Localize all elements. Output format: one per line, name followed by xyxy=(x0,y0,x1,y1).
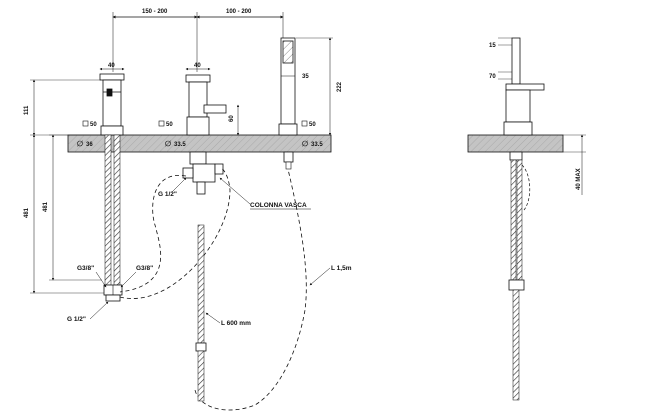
label-g-half-bottom: G 1/2" xyxy=(67,316,86,323)
label-colonna-vasca: COLONNA VASCA xyxy=(250,202,307,209)
bath-spout xyxy=(185,74,227,136)
mixer-handle xyxy=(99,73,125,136)
hand-shower xyxy=(278,37,298,136)
braided-hose-left-1 xyxy=(104,134,112,286)
dim-square-left: 50 xyxy=(90,122,97,128)
dashed-hose-right xyxy=(119,167,231,299)
braided-hose-spout xyxy=(197,224,205,344)
deck-hatch-side xyxy=(468,135,563,152)
dim-handle-left: 40 xyxy=(108,63,115,69)
dim-deck-max: 40 MAX xyxy=(576,168,582,190)
dashed-hose-left xyxy=(119,175,187,293)
label-hose-shower: L 1,5m xyxy=(331,265,352,272)
dim-square-mid: 50 xyxy=(166,122,173,128)
dim-side-top: 15 xyxy=(489,43,496,49)
dia-left: 36 xyxy=(86,142,93,148)
dim-spout-width: 40 xyxy=(194,63,201,69)
dim-below-deck: 481 xyxy=(24,207,30,218)
dim-total-height: 222 xyxy=(337,81,343,92)
dashed-hose-shower xyxy=(194,164,307,411)
braided-hose-spout-end xyxy=(197,350,205,402)
dim-square-right: 50 xyxy=(309,122,316,128)
side-hose-1 xyxy=(510,159,517,281)
dim-spout-base: 60 xyxy=(229,115,235,122)
label-g38-right: G3/8" xyxy=(136,265,153,272)
dim-span-right: 100 - 200 xyxy=(226,9,252,15)
colonna-vasca-body xyxy=(182,151,224,195)
dia-right: 33.5 xyxy=(311,142,323,148)
dim-above-deck: 111 xyxy=(24,105,30,115)
dim-span-left: 150 - 200 xyxy=(142,9,168,15)
label-hose-spout: L 600 mm xyxy=(221,320,251,327)
dim-shower-width: 35 xyxy=(302,74,309,80)
braided-hose-left-2 xyxy=(113,134,121,286)
deck-hatch-front xyxy=(68,135,331,152)
label-g38-left: G3/8" xyxy=(77,265,94,272)
side-hose-3 xyxy=(512,289,520,401)
label-g-half-mid: G 1/2" xyxy=(158,191,177,198)
dim-below-deck-inner: 481 xyxy=(43,201,49,212)
side-hose-2 xyxy=(516,159,523,281)
dim-side-mid: 70 xyxy=(489,74,496,80)
side-view-mixer xyxy=(503,37,545,136)
dia-mid: 33.5 xyxy=(174,142,186,148)
